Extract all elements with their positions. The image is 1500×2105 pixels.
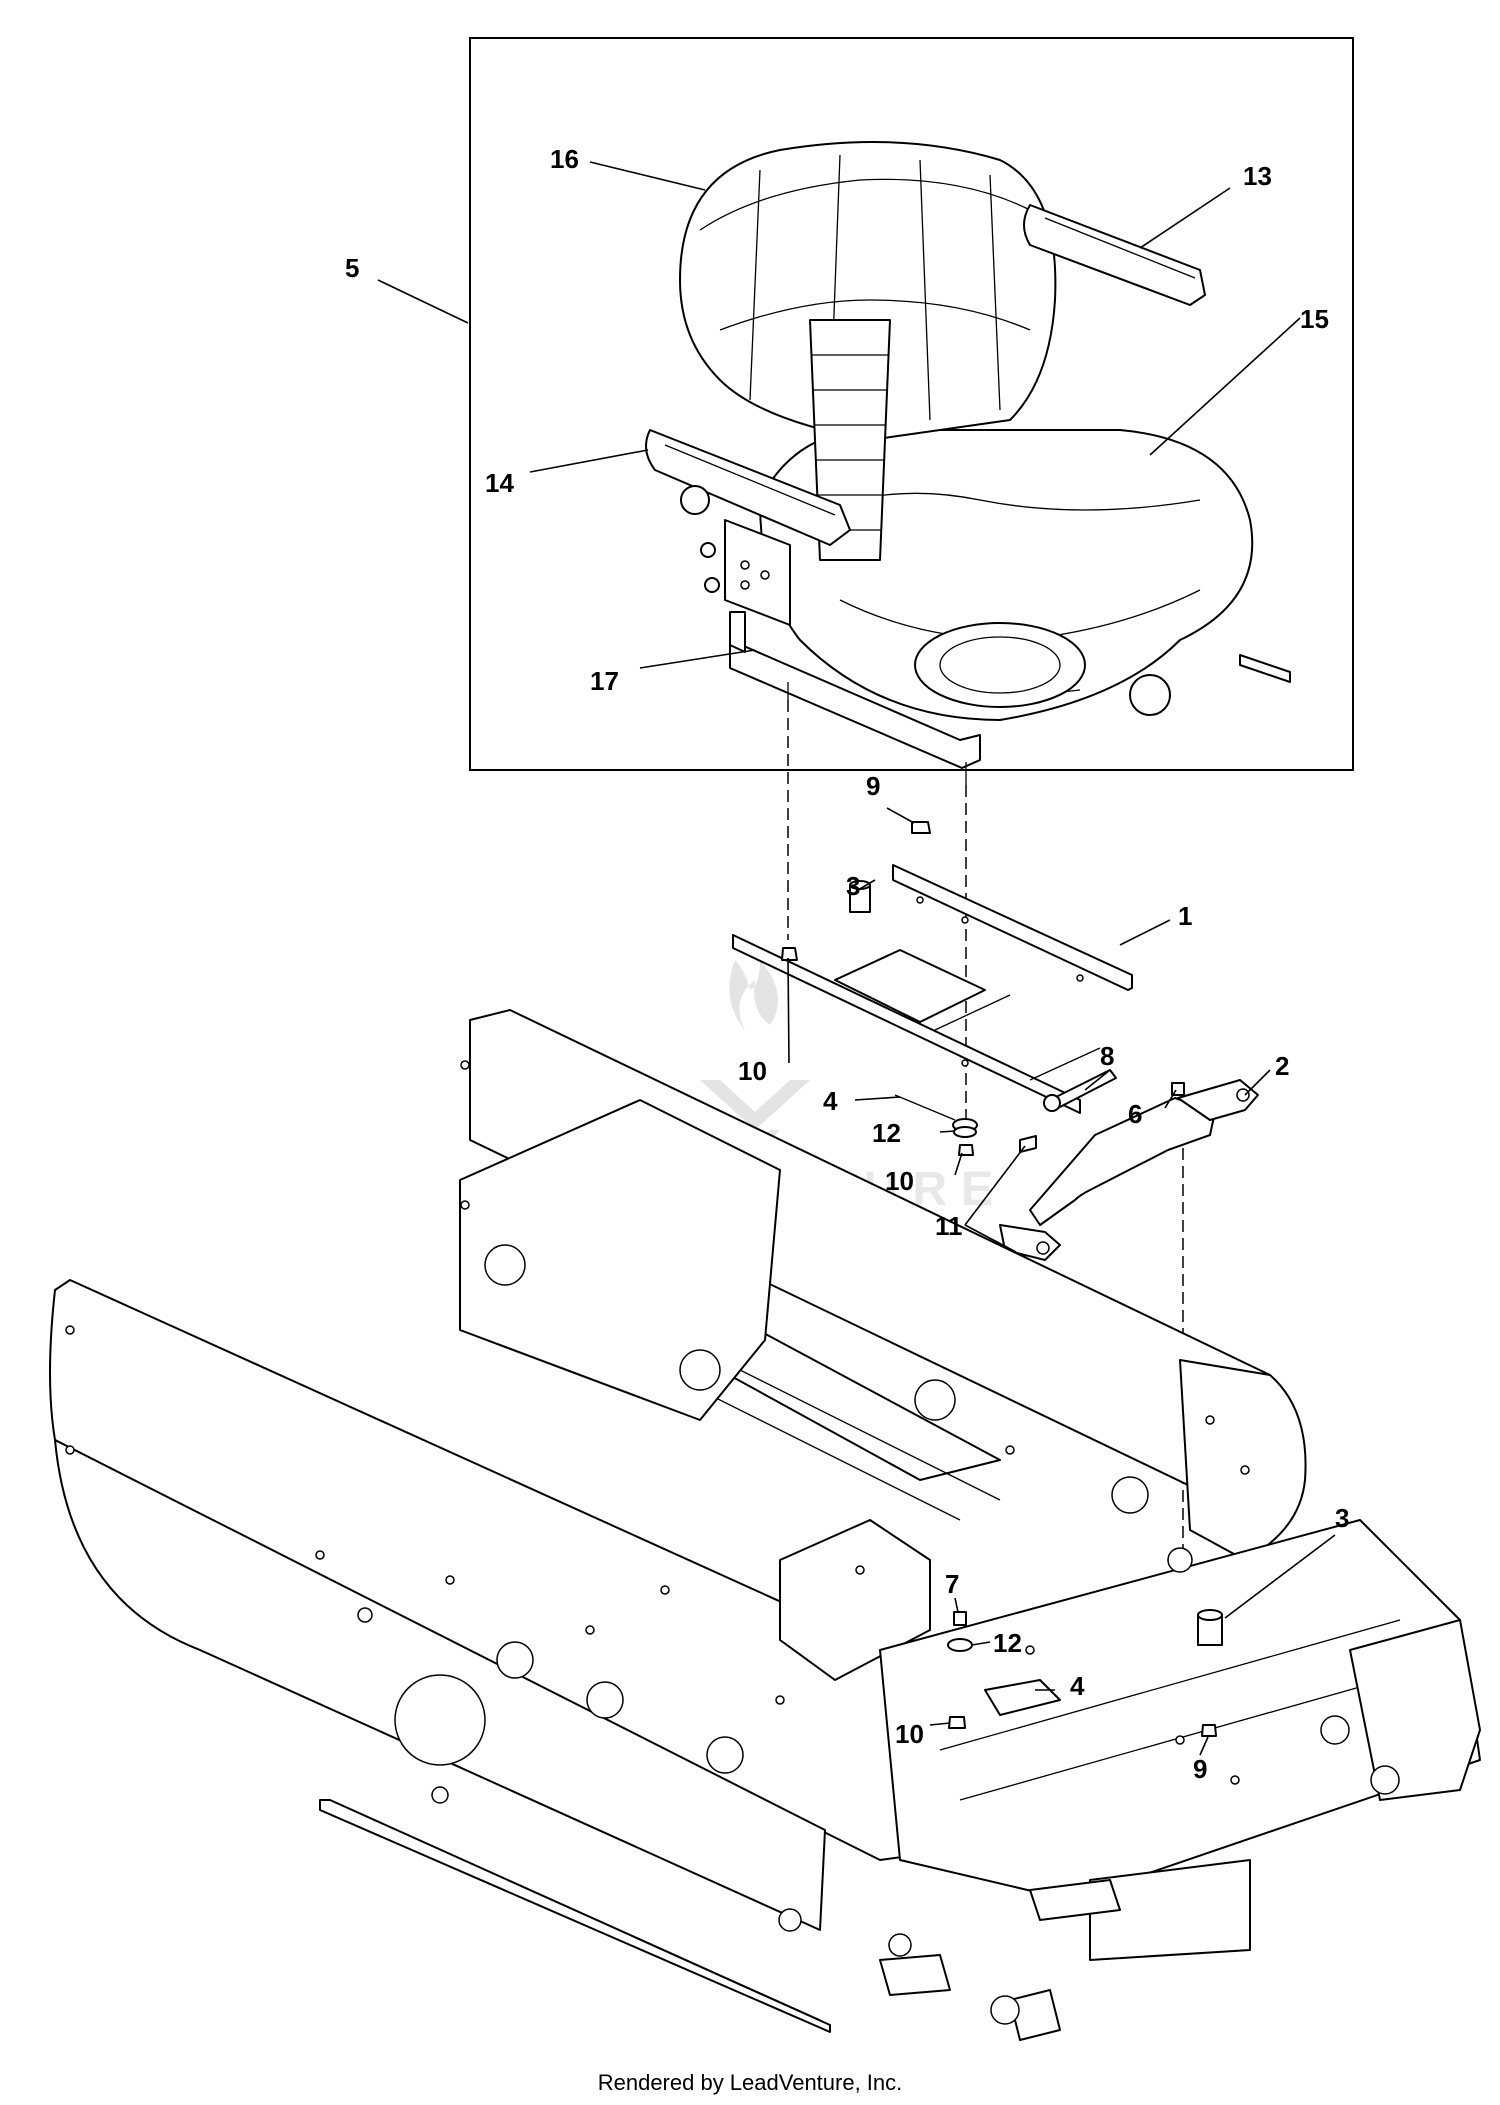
callout-8: 8: [1100, 1041, 1114, 1071]
callout-10-lower: 10: [895, 1719, 924, 1749]
callout-12-upper: 12: [872, 1118, 901, 1148]
footer-credit: Rendered by LeadVenture, Inc.: [597, 2070, 903, 2095]
callout-14: 14: [485, 468, 514, 498]
callout-12-lower: 12: [993, 1628, 1022, 1658]
callout-3-upper: 3: [846, 871, 860, 901]
seat-illustration: [645, 141, 1291, 785]
callout-1: 1: [1178, 901, 1192, 931]
callout-3-lower: 3: [1335, 1503, 1349, 1533]
callout-7: 7: [945, 1569, 959, 1599]
callout-labels: 16 13 5 15 14 17 9 3 1 10 8 2 4 6 12 10 …: [345, 144, 1349, 1784]
callout-9-lower: 9: [1193, 1754, 1207, 1784]
callout-5: 5: [345, 253, 359, 283]
callout-4-lower: 4: [1070, 1671, 1085, 1701]
callout-2: 2: [1275, 1051, 1289, 1081]
hardware-small-parts: [781, 821, 1185, 1259]
seat-assembly-frame: [469, 37, 1354, 771]
callout-4-upper: 4: [823, 1086, 838, 1116]
chassis-frame: [49, 1009, 1481, 2041]
callout-9-upper: 9: [866, 771, 880, 801]
callout-16: 16: [550, 144, 579, 174]
callout-15: 15: [1300, 304, 1329, 334]
callout-13: 13: [1243, 161, 1272, 191]
seat-mount-plate: [732, 864, 1133, 1114]
callout-17: 17: [590, 666, 619, 696]
chassis-holes: [65, 1060, 1400, 2025]
callout-6: 6: [1128, 1099, 1142, 1129]
callout-10-middle: 10: [885, 1166, 914, 1196]
callout-10-upper: 10: [738, 1056, 767, 1086]
callout-11: 11: [935, 1211, 963, 1241]
leader-lines: [377, 161, 1336, 1756]
